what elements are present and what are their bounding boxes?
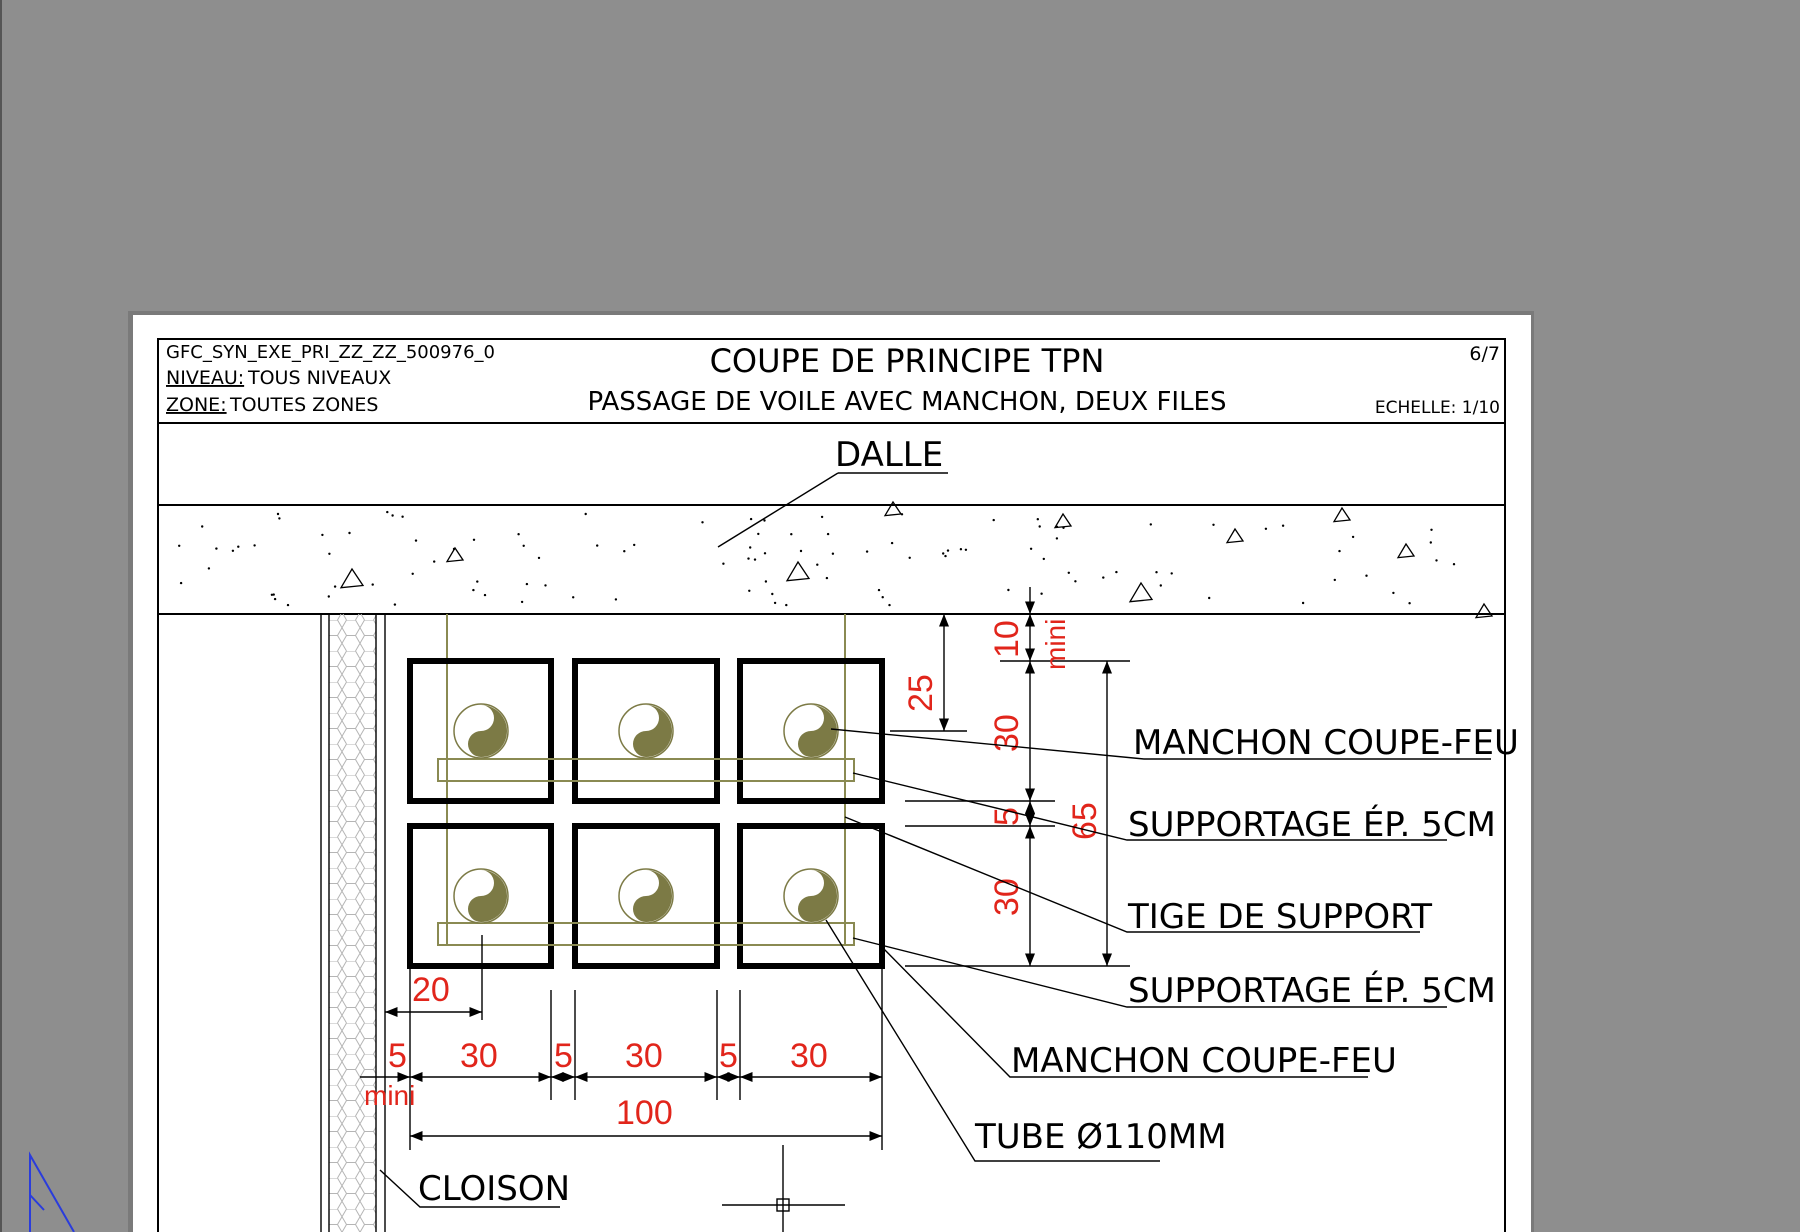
tube-icon — [783, 868, 839, 924]
drawing-reference: GFC_SYN_EXE_PRI_ZZ_ZZ_500976_0 — [166, 342, 495, 363]
dim-5-c: 5 — [719, 1037, 738, 1075]
tube-icon — [618, 868, 674, 924]
dim-65: 65 — [1066, 802, 1104, 840]
horizontal-dimensions — [360, 935, 883, 1150]
fire-sleeve-box — [407, 823, 554, 969]
dim-100: 100 — [616, 1094, 673, 1132]
dim-20: 20 — [412, 971, 450, 1009]
dim-30-h2: 30 — [625, 1037, 663, 1075]
sleeve-grid — [407, 658, 885, 969]
zone-value: TOUTES ZONES — [229, 394, 378, 416]
dim-mini-top: mini — [1040, 619, 1071, 670]
scale-label: ECHELLE: 1/10 — [1375, 398, 1500, 418]
niveau-label: NIVEAU: — [166, 367, 244, 389]
drawing-title: COUPE DE PRINCIPE TPN — [710, 342, 1105, 380]
label-tube: TUBE Ø110MM — [974, 1117, 1227, 1157]
tube-icon — [453, 703, 509, 759]
label-tige-de-support: TIGE DE SUPPORT — [1127, 897, 1432, 937]
label-manchon-coupe-feu-2: MANCHON COUPE-FEU — [1011, 1041, 1397, 1081]
slab-concrete-texture — [178, 500, 1494, 619]
dim-mini-left: mini — [364, 1080, 415, 1111]
niveau-value: TOUS NIVEAUX — [247, 367, 391, 389]
label-dalle: DALLE — [835, 435, 943, 475]
callout-leaders — [379, 728, 1491, 1208]
zone-label: ZONE: — [166, 394, 227, 416]
tube-icon — [618, 703, 674, 759]
fire-sleeve-box — [572, 658, 720, 804]
tube-icon — [783, 703, 839, 759]
ucs-icon — [29, 1151, 75, 1232]
tube-group — [453, 703, 839, 924]
cad-crosshair — [722, 1145, 845, 1232]
label-manchon-coupe-feu-1: MANCHON COUPE-FEU — [1133, 723, 1519, 763]
dim-5-a: 5 — [388, 1037, 407, 1075]
dim-5-vertical: 5 — [988, 807, 1026, 826]
dim-30-bottom: 30 — [988, 878, 1026, 916]
fire-sleeve-box — [737, 658, 885, 804]
support-bar-top — [437, 758, 855, 782]
dim-30-h3: 30 — [790, 1037, 828, 1075]
label-cloison: CLOISON — [418, 1169, 570, 1209]
partition-insulation — [329, 614, 376, 1232]
fire-sleeve-box — [572, 823, 720, 969]
dim-30-h1: 30 — [460, 1037, 498, 1075]
label-supportage-2: SUPPORTAGE ÉP. 5CM — [1128, 970, 1496, 1011]
tube-icon — [453, 868, 509, 924]
fire-sleeve-box — [737, 823, 885, 969]
dim-10: 10 — [988, 620, 1026, 658]
label-supportage-1: SUPPORTAGE ÉP. 5CM — [1128, 804, 1496, 845]
drawing-subtitle: PASSAGE DE VOILE AVEC MANCHON, DEUX FILE… — [588, 387, 1227, 417]
dim-25: 25 — [902, 674, 940, 712]
leader-dalle-diag — [717, 472, 839, 548]
fire-sleeve-box — [407, 658, 554, 804]
sheet-frame — [157, 338, 1506, 1232]
page-number: 6/7 — [1469, 343, 1500, 365]
vertical-dimensions — [890, 587, 1130, 967]
dim-5-b: 5 — [554, 1037, 573, 1075]
